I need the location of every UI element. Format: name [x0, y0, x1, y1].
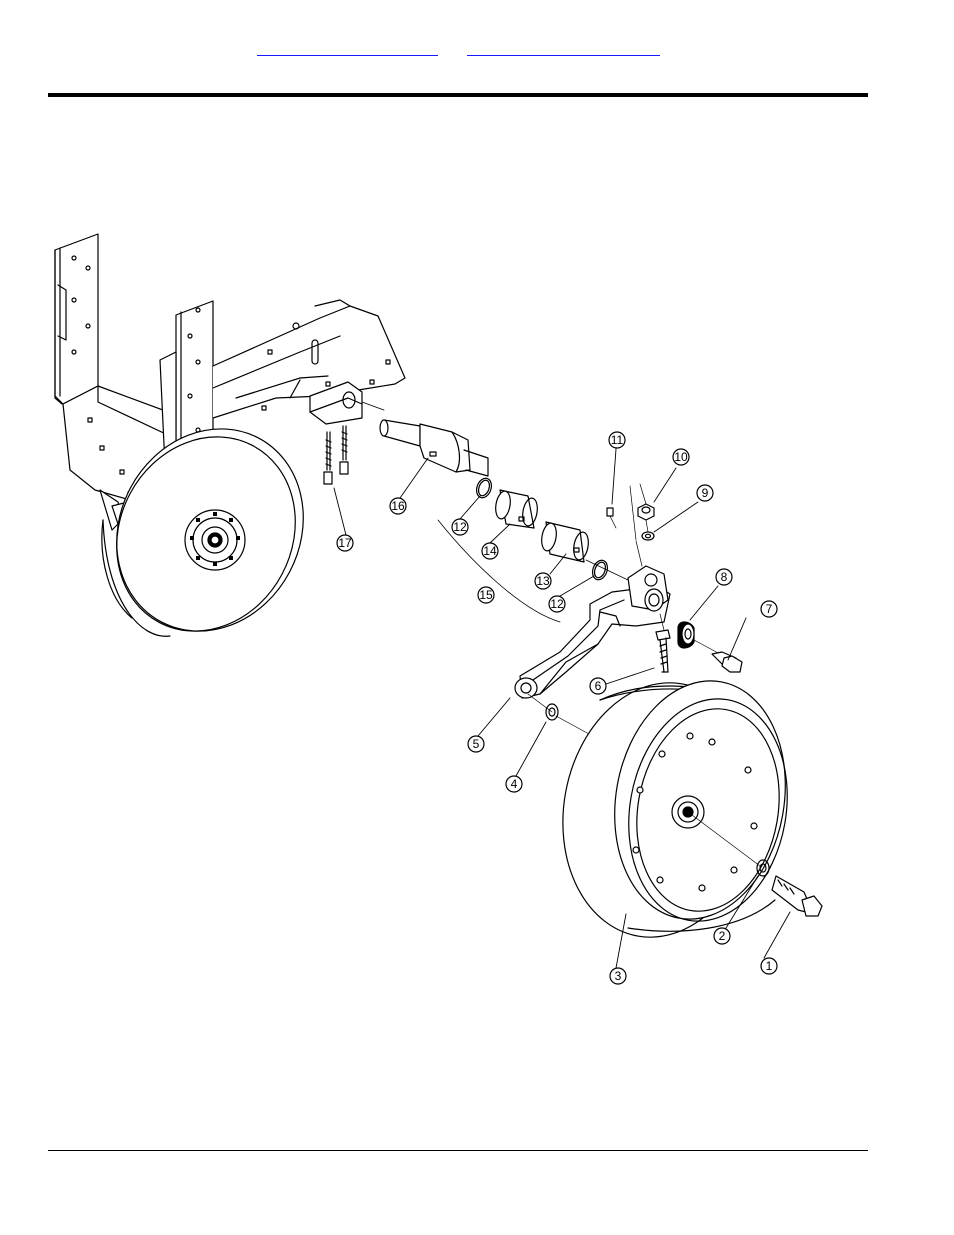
- footer-rule: [48, 1150, 868, 1151]
- nut-10: [638, 484, 654, 520]
- pivot-shaft-16: [362, 402, 488, 476]
- svg-text:13: 13: [536, 574, 550, 588]
- washer-9: [642, 520, 654, 540]
- spacer-8: [678, 622, 694, 648]
- callout-1: 1: [761, 958, 777, 974]
- callout-5: 5: [468, 736, 484, 752]
- svg-text:3: 3: [615, 969, 622, 983]
- bolt-pair-17: [324, 426, 348, 484]
- callout-16: 16: [390, 498, 406, 514]
- grease-fitting-11: [607, 508, 616, 528]
- svg-text:11: 11: [611, 433, 624, 447]
- callout-12a: 12: [452, 519, 468, 535]
- callout-6: 6: [590, 678, 606, 694]
- svg-text:17: 17: [338, 536, 352, 550]
- svg-text:14: 14: [483, 544, 497, 558]
- svg-text:10: 10: [674, 450, 688, 464]
- svg-text:4: 4: [511, 777, 518, 791]
- bushing-13: [540, 522, 591, 562]
- svg-text:5: 5: [473, 737, 480, 751]
- bushing-14: [494, 490, 540, 528]
- callout-12b: 12: [549, 596, 565, 612]
- svg-text:7: 7: [766, 602, 773, 616]
- callout-14: 14: [482, 543, 498, 559]
- svg-text:15: 15: [479, 588, 493, 602]
- svg-text:6: 6: [595, 679, 602, 693]
- callout-7: 7: [761, 601, 777, 617]
- callout-10: 10: [673, 449, 689, 465]
- bolt-1: [772, 876, 822, 916]
- svg-text:8: 8: [721, 570, 728, 584]
- callout-3: 3: [610, 968, 626, 984]
- snap-ring-12a: [474, 476, 494, 500]
- callout-2: 2: [714, 928, 730, 944]
- svg-text:2: 2: [719, 929, 726, 943]
- svg-text:1: 1: [766, 959, 773, 973]
- gauge-wheel-3: [543, 667, 804, 952]
- svg-text:9: 9: [702, 486, 709, 500]
- callout-13: 13: [535, 573, 551, 589]
- callout-15: 15: [478, 587, 494, 603]
- svg-text:12: 12: [453, 520, 467, 534]
- svg-text:16: 16: [391, 499, 405, 513]
- callout-11: 11: [609, 432, 625, 448]
- callout-9: 9: [697, 485, 713, 501]
- callout-4: 4: [506, 776, 522, 792]
- callout-17: 17: [337, 535, 353, 551]
- svg-text:12: 12: [550, 597, 564, 611]
- callout-8: 8: [716, 569, 732, 585]
